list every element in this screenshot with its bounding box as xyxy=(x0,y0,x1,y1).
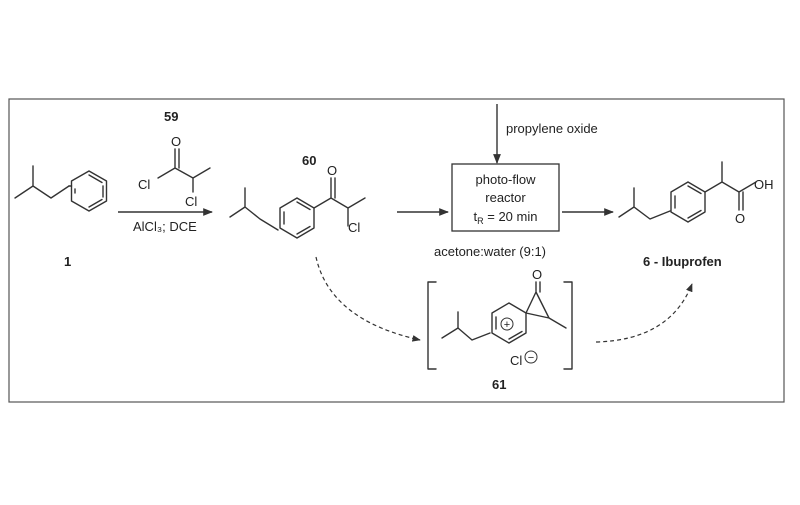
scheme-frame xyxy=(8,98,785,403)
compound-1-label: 1 xyxy=(64,254,71,269)
compound-59-label: 59 xyxy=(164,109,178,124)
dashed-arrow-to-61 xyxy=(315,256,421,342)
reactor-line2: reactor xyxy=(485,190,526,205)
reactor-line1: photo-flow xyxy=(476,172,537,187)
compound-61-label: 61 xyxy=(492,377,506,392)
compound-60-label: 60 xyxy=(302,153,316,168)
atom-o-60: O xyxy=(327,163,337,178)
atom-o-ibuprofen: O xyxy=(735,211,745,226)
compound-59-structure xyxy=(157,148,211,193)
dashed-arrow-to-ibuprofen xyxy=(595,283,693,343)
compound-1-structure xyxy=(14,165,108,212)
minus-charge-circle xyxy=(524,350,538,364)
atom-oh-ibuprofen: OH xyxy=(754,177,774,192)
ibuprofen-label: 6 - Ibuprofen xyxy=(643,254,722,269)
propylene-oxide-label: propylene oxide xyxy=(506,121,598,136)
step1-reagents: AlCl₃; DCE xyxy=(133,219,197,234)
atom-cl-60: Cl xyxy=(348,220,360,235)
atom-o-61: O xyxy=(532,267,542,282)
atom-cl-59b: Cl xyxy=(185,194,197,209)
minus-charge: − xyxy=(528,352,534,364)
reactor-line3: tR = 20 min xyxy=(474,209,538,226)
atom-cl-59a: Cl xyxy=(138,177,150,192)
chloride-ion: Cl xyxy=(510,353,522,368)
photo-flow-reactor-box xyxy=(451,163,560,232)
reactor-tr-sub: R xyxy=(477,216,484,226)
plus-charge-circle xyxy=(500,317,514,331)
reactor-tr-suffix: = 20 min xyxy=(484,209,538,224)
compound-60-structure xyxy=(229,177,366,239)
atom-o-59: O xyxy=(171,134,181,149)
ibuprofen-structure xyxy=(618,161,757,223)
plus-charge: + xyxy=(504,319,510,331)
intermediate-61-structure xyxy=(427,281,573,370)
reactor-tr-prefix: t xyxy=(474,209,478,224)
solvent-label: acetone:water (9:1) xyxy=(434,244,546,259)
